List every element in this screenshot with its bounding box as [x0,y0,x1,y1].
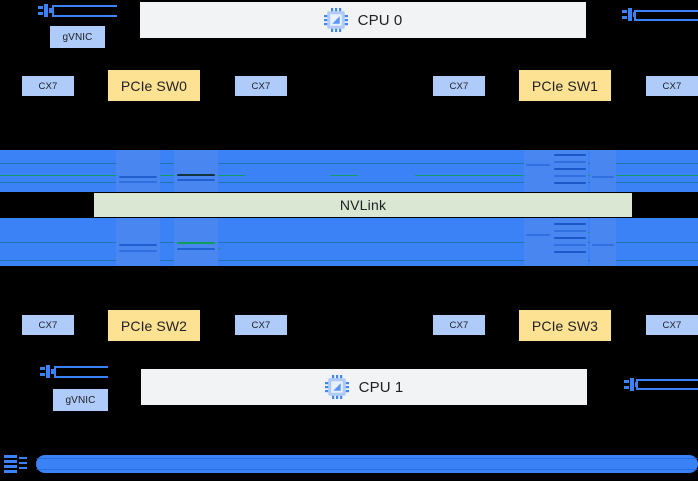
cx7-box-2[interactable]: CX7 [433,76,485,96]
pcie-switch-label: PCIe SW2 [120,317,188,334]
pcie-switch-box-2[interactable]: PCIe SW2 [108,310,200,341]
cx7-label: CX7 [251,319,271,331]
gvnic-leader-top-join [52,5,54,16]
gvnic-label: gVNIC [65,394,96,406]
gpu-block[interactable] [116,218,160,266]
cx7-box-7[interactable]: CX7 [646,315,698,335]
pcie-switch-label: PCIe SW3 [531,317,599,334]
cx7-label: CX7 [38,80,58,92]
gpu-block[interactable] [524,150,552,192]
gvnic-leader-bottom-0 [54,366,108,368]
network-fabric-bar[interactable] [36,455,698,473]
cx7-box-4[interactable]: CX7 [22,315,74,335]
pcie-switch-box-3[interactable]: PCIe SW3 [519,310,611,341]
gpu-block[interactable] [116,150,160,192]
gvnic-box-0[interactable]: gVNIC [50,26,105,48]
gvnic-leader-top-1 [52,15,117,17]
cpu-chip-icon [323,8,348,32]
cx7-box-1[interactable]: CX7 [235,76,287,96]
cx7-box-3[interactable]: CX7 [646,76,698,96]
pcie-switch-box-1[interactable]: PCIe SW1 [519,70,611,101]
cx7-label: CX7 [251,80,271,92]
nic-icon [38,4,56,23]
fabric-trace-dark [0,260,698,261]
nic-icon [40,365,58,384]
cpu-box-1[interactable]: CPU 1 [141,369,587,405]
cx7-label: CX7 [449,80,469,92]
gvnic-label: gVNIC [62,31,93,43]
nic-leader-top-right-join [634,10,636,20]
pcie-switch-box-0[interactable]: PCIe SW0 [108,70,200,101]
gvnic-leader-bottom-join [54,366,56,377]
fabric-trace-dark [0,242,698,243]
nic-leader-top-right-1 [634,19,698,21]
cx7-label: CX7 [449,319,469,331]
cpu-box-0[interactable]: CPU 0 [140,2,586,38]
gpu-fabric-band-top [0,150,698,192]
gpu-block[interactable] [174,150,218,192]
fabric-trace-green [330,175,358,176]
gpu-block[interactable] [552,218,588,266]
fabric-trace-dark [0,163,698,164]
gvnic-box-1[interactable]: gVNIC [53,389,108,411]
cx7-label: CX7 [662,319,682,331]
cpu-label-0: CPU 0 [357,11,403,29]
network-switch-icon [2,452,36,481]
gpu-block[interactable] [524,218,552,266]
cpu-chip-icon [324,375,349,399]
nic-leader-bottom-right-join [636,379,638,389]
nic-leader-top-right-0 [634,10,698,12]
fabric-trace-dark [36,458,698,459]
fabric-trace-dark [36,469,698,470]
pcie-switch-label: PCIe SW0 [120,77,188,94]
cpu-label-1: CPU 1 [358,378,404,396]
cx7-box-6[interactable]: CX7 [433,315,485,335]
nic-leader-bottom-right-1 [636,388,698,390]
nic-leader-bottom-right-0 [636,379,698,381]
nvlink-bar[interactable]: NVLink [94,193,632,217]
gpu-fabric-band-bottom [0,218,698,266]
gpu-block[interactable] [590,150,616,192]
gpu-block[interactable] [174,218,218,266]
cx7-label: CX7 [662,80,682,92]
gpu-block[interactable] [552,150,588,192]
nvlink-label: NVLink [339,197,387,213]
cx7-box-5[interactable]: CX7 [235,315,287,335]
gvnic-leader-bottom-1 [54,376,108,378]
gvnic-leader-top-0 [52,5,117,7]
cx7-box-0[interactable]: CX7 [22,76,74,96]
fabric-trace-dark [0,182,698,183]
cx7-label: CX7 [38,319,58,331]
gpu-block[interactable] [590,218,616,266]
pcie-switch-label: PCIe SW1 [531,77,599,94]
